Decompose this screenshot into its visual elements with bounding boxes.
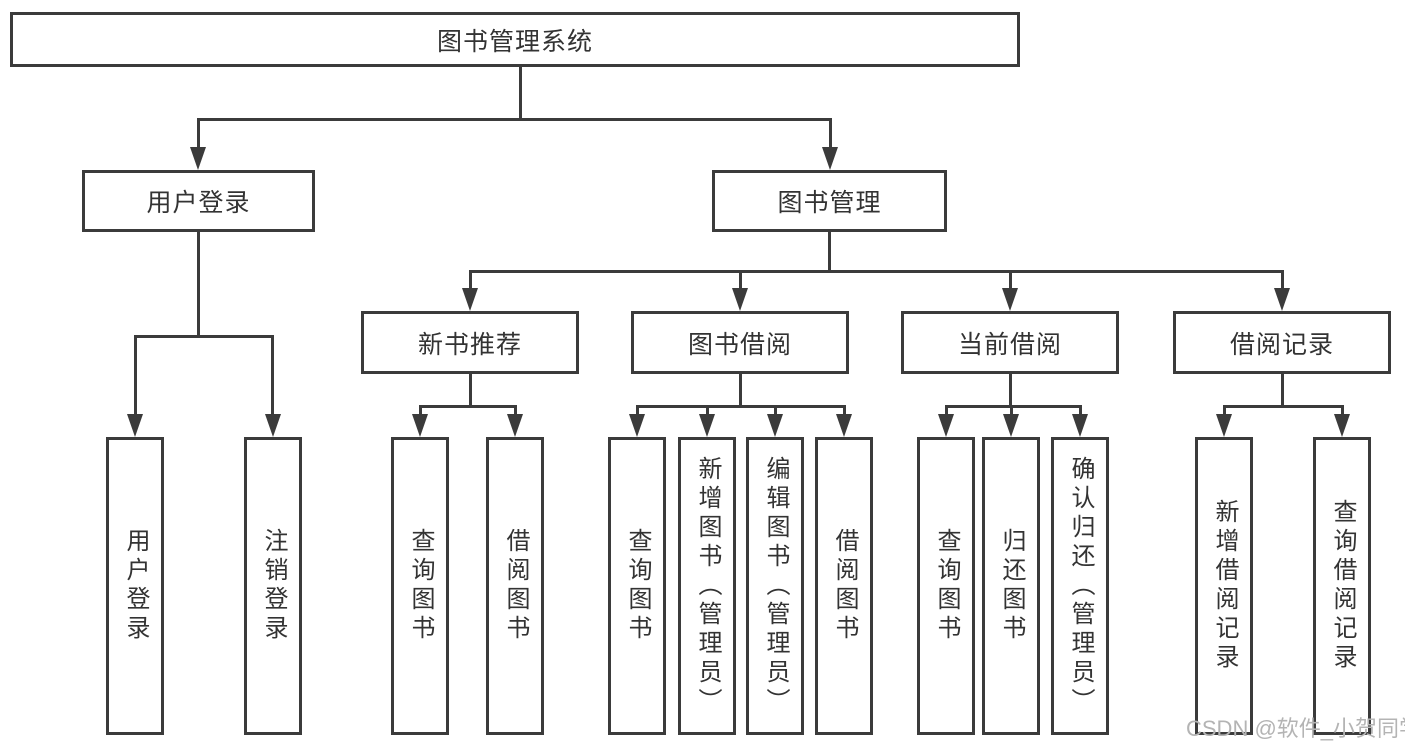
node-borrow-records: 借阅记录 <box>1173 311 1391 374</box>
connector-line <box>134 338 137 416</box>
node-current-borrow: 当前借阅 <box>901 311 1119 374</box>
connector-line <box>197 118 832 121</box>
leaf-edit-book-admin: 编辑图书（管理员） <box>746 437 804 735</box>
node-root-system: 图书管理系统 <box>10 12 1020 67</box>
connector-line <box>636 405 639 416</box>
connector-line <box>1010 405 1013 416</box>
connector-line <box>1079 405 1082 416</box>
leaf-return-book: 归还图书 <box>982 437 1040 735</box>
arrow-down-icon <box>507 414 523 437</box>
connector-line <box>514 405 517 416</box>
connector-line <box>197 121 200 149</box>
connector-line <box>469 270 472 290</box>
arrow-down-icon <box>462 288 478 311</box>
connector-line <box>843 405 846 416</box>
arrow-down-icon <box>127 414 143 437</box>
leaf-query-book-recommend: 查询图书 <box>391 437 449 735</box>
arrow-down-icon <box>629 414 645 437</box>
connector-line <box>1009 374 1012 407</box>
connector-line <box>1281 270 1284 290</box>
leaf-add-book-admin: 新增图书（管理员） <box>678 437 736 735</box>
leaf-query-book-current: 查询图书 <box>917 437 975 735</box>
arrow-down-icon <box>822 147 838 170</box>
connector-line <box>636 405 846 408</box>
connector-line <box>419 405 517 408</box>
connector-line <box>1009 270 1012 290</box>
connector-line <box>469 270 1283 273</box>
connector-line <box>1223 405 1344 408</box>
connector-line <box>1341 405 1344 416</box>
arrow-down-icon <box>767 414 783 437</box>
connector-line <box>419 405 422 416</box>
arrow-down-icon <box>412 414 428 437</box>
watermark: CSDN @软件_小贺同学 <box>1186 716 1405 741</box>
arrow-down-icon <box>699 414 715 437</box>
arrow-down-icon <box>265 414 281 437</box>
leaf-query-borrow-record: 查询借阅记录 <box>1313 437 1371 735</box>
leaf-logout: 注销登录 <box>244 437 302 735</box>
connector-line <box>519 65 522 118</box>
arrow-down-icon <box>190 147 206 170</box>
connector-line <box>197 232 200 338</box>
arrow-down-icon <box>1003 414 1019 437</box>
arrow-down-icon <box>1002 288 1018 311</box>
leaf-add-borrow-record: 新增借阅记录 <box>1195 437 1253 735</box>
connector-line <box>1223 405 1226 416</box>
connector-line <box>706 405 709 416</box>
leaf-borrow-book: 借阅图书 <box>815 437 873 735</box>
arrow-down-icon <box>1072 414 1088 437</box>
node-book-borrow: 图书借阅 <box>631 311 849 374</box>
leaf-query-book-borrow: 查询图书 <box>608 437 666 735</box>
arrow-down-icon <box>1334 414 1350 437</box>
leaf-user-login: 用户登录 <box>106 437 164 735</box>
leaf-borrow-book-recommend: 借阅图书 <box>486 437 544 735</box>
arrow-down-icon <box>938 414 954 437</box>
arrow-down-icon <box>1216 414 1232 437</box>
node-book-management: 图书管理 <box>712 170 947 232</box>
connector-line <box>739 374 742 407</box>
connector-line <box>469 374 472 407</box>
connector-line <box>134 335 274 338</box>
arrow-down-icon <box>836 414 852 437</box>
connector-line <box>945 405 948 416</box>
node-user-login: 用户登录 <box>82 170 315 232</box>
connector-line <box>1281 374 1284 407</box>
leaf-confirm-return-admin: 确认归还（管理员） <box>1051 437 1109 735</box>
arrow-down-icon <box>732 288 748 311</box>
connector-line <box>739 270 742 290</box>
connector-line <box>945 405 1082 408</box>
connector-line <box>829 121 832 149</box>
connector-line <box>271 338 274 416</box>
connector-line <box>828 232 831 273</box>
connector-line <box>774 405 777 416</box>
arrow-down-icon <box>1274 288 1290 311</box>
node-new-book-recommend: 新书推荐 <box>361 311 579 374</box>
